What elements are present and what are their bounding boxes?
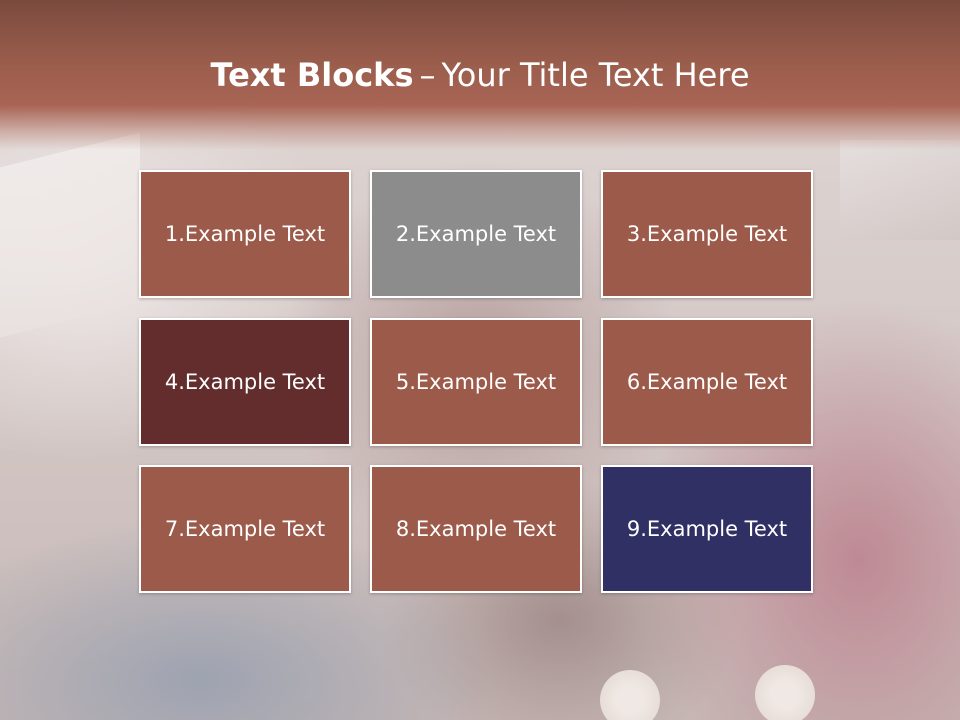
text-block-label: 8.Example Text (395, 517, 557, 541)
text-block-label: 9.Example Text (626, 517, 788, 541)
text-block-9[interactable]: 9.Example Text (601, 465, 813, 593)
pompom-right (755, 665, 815, 720)
text-block-label: 5.Example Text (395, 370, 557, 394)
title-rest: Your Title Text Here (441, 56, 750, 94)
text-block-1[interactable]: 1.Example Text (139, 170, 351, 298)
text-block-label: 1.Example Text (164, 222, 326, 246)
title-separator: – (419, 56, 436, 94)
text-block-label: 2.Example Text (395, 222, 557, 246)
text-block-label: 6.Example Text (626, 370, 788, 394)
text-block-4[interactable]: 4.Example Text (139, 318, 351, 446)
title-banner (0, 0, 960, 150)
pompom-left (600, 670, 660, 720)
text-block-2[interactable]: 2.Example Text (370, 170, 582, 298)
text-block-3[interactable]: 3.Example Text (601, 170, 813, 298)
text-block-8[interactable]: 8.Example Text (370, 465, 582, 593)
text-block-6[interactable]: 6.Example Text (601, 318, 813, 446)
text-block-label: 7.Example Text (164, 517, 326, 541)
text-block-7[interactable]: 7.Example Text (139, 465, 351, 593)
window-frame (840, 140, 960, 240)
text-block-5[interactable]: 5.Example Text (370, 318, 582, 446)
title-bold: Text Blocks (210, 56, 414, 94)
text-block-label: 4.Example Text (164, 370, 326, 394)
slide-title: Text Blocks–Your Title Text Here (0, 56, 960, 94)
text-block-label: 3.Example Text (626, 222, 788, 246)
